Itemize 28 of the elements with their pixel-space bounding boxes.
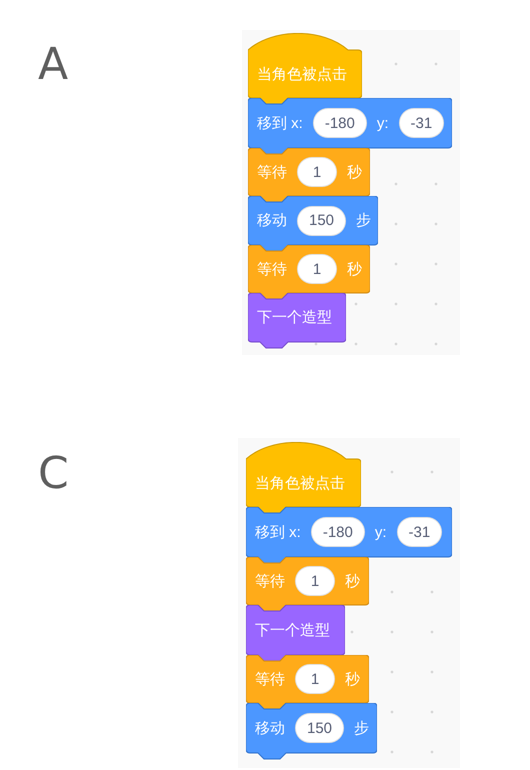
block-label: 等待 — [257, 262, 287, 276]
code-block — [246, 557, 369, 612]
block-label: 等待 — [255, 672, 285, 686]
block-label: 秒 — [347, 262, 362, 276]
block-label: 移动 — [255, 720, 285, 736]
block-label: 秒 — [345, 574, 360, 588]
block-label: 下一个造型 — [257, 310, 332, 325]
block-label: 步 — [356, 213, 372, 228]
block-label: 移到 x: — [257, 116, 303, 130]
option-letter: A — [38, 43, 68, 87]
block-label: 秒 — [345, 672, 360, 686]
hat-block — [248, 33, 362, 105]
code-block — [248, 293, 346, 349]
block-label: 秒 — [347, 164, 362, 180]
block-label: y: — [376, 116, 389, 130]
block-label: 当角色被点击 — [257, 66, 347, 82]
block-label: 步 — [354, 720, 370, 736]
block-label: 移动 — [257, 213, 287, 228]
block-label: 下一个造型 — [255, 622, 330, 638]
code-block — [248, 245, 370, 300]
block-label: 当角色被点击 — [255, 476, 345, 490]
block-label: 等待 — [257, 164, 287, 180]
block-label: y: — [374, 524, 387, 540]
hat-block — [246, 442, 361, 514]
option-letter: C — [38, 452, 69, 496]
block-label: 等待 — [255, 574, 285, 588]
code-block — [246, 703, 377, 760]
block-label: 移到 x: — [255, 524, 301, 540]
